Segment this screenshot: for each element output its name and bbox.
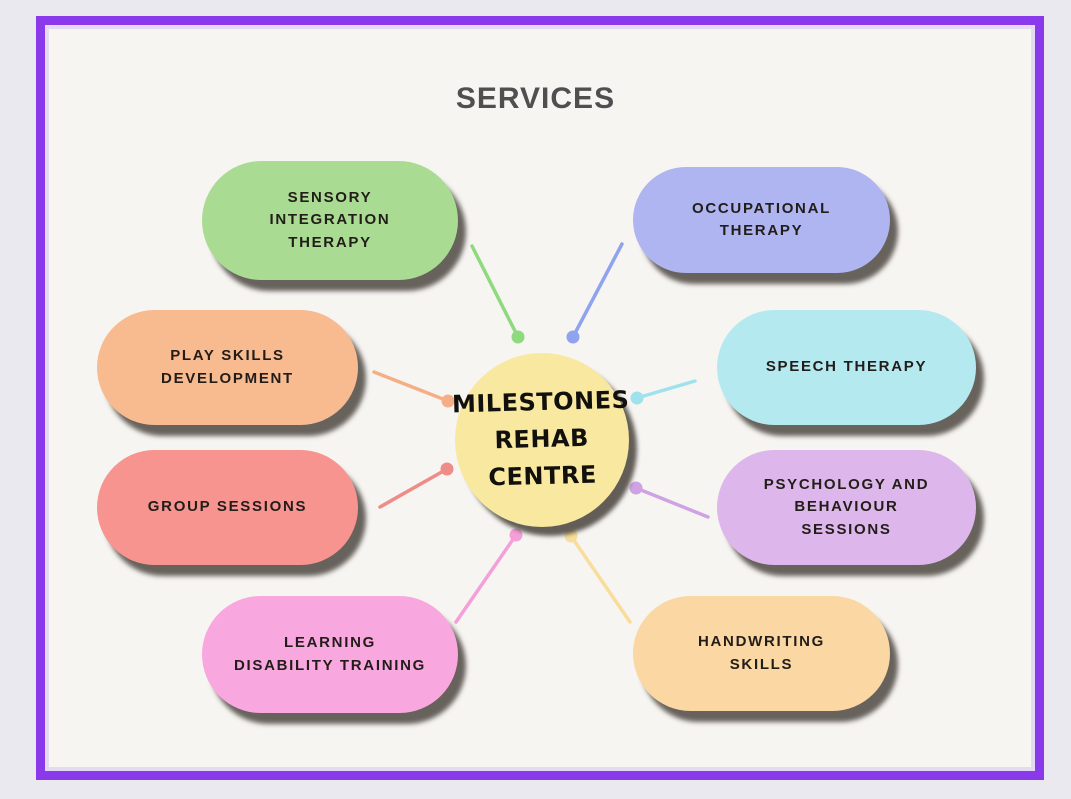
bubble-sensory-integration-therapy: SENSORY INTEGRATION THERAPY	[202, 161, 458, 280]
bubble-label: LEARNING DISABILITY TRAINING	[233, 634, 427, 674]
bubble-label: SENSORY INTEGRATION THERAPY	[269, 188, 391, 251]
bubble-group-sessions: GROUP SESSIONS	[97, 450, 358, 565]
center-node-label: MILESTONES REHAB CENTRE	[452, 385, 631, 492]
bubble-label: PSYCHOLOGY AND BEHAVIOUR SESSIONS	[763, 475, 930, 538]
bubble-psychology-behaviour-sessions: PSYCHOLOGY AND BEHAVIOUR SESSIONS	[717, 450, 976, 565]
bubble-learning-disability-training: LEARNING DISABILITY TRAINING	[202, 596, 458, 713]
bubble-occupational-therapy: OCCUPATIONAL THERAPY	[633, 167, 890, 273]
center-node-milestones-rehab-centre: MILESTONES REHAB CENTRE	[452, 353, 631, 527]
bubble-play-skills-development: PLAY SKILLS DEVELOPMENT	[97, 310, 358, 425]
bubble-label: GROUP SESSIONS	[147, 498, 308, 516]
bubble-label: SPEECH THERAPY	[765, 358, 928, 376]
bubble-label: HANDWRITING SKILLS	[697, 633, 826, 673]
bubble-label: PLAY SKILLS DEVELOPMENT	[161, 347, 294, 387]
poster-frame-inner-border	[45, 25, 1035, 771]
bubble-handwriting-skills: HANDWRITING SKILLS	[633, 596, 890, 711]
bubble-label: OCCUPATIONAL THERAPY	[691, 199, 831, 240]
page-title: SERVICES	[455, 82, 616, 115]
bubble-speech-therapy: SPEECH THERAPY	[717, 310, 976, 425]
